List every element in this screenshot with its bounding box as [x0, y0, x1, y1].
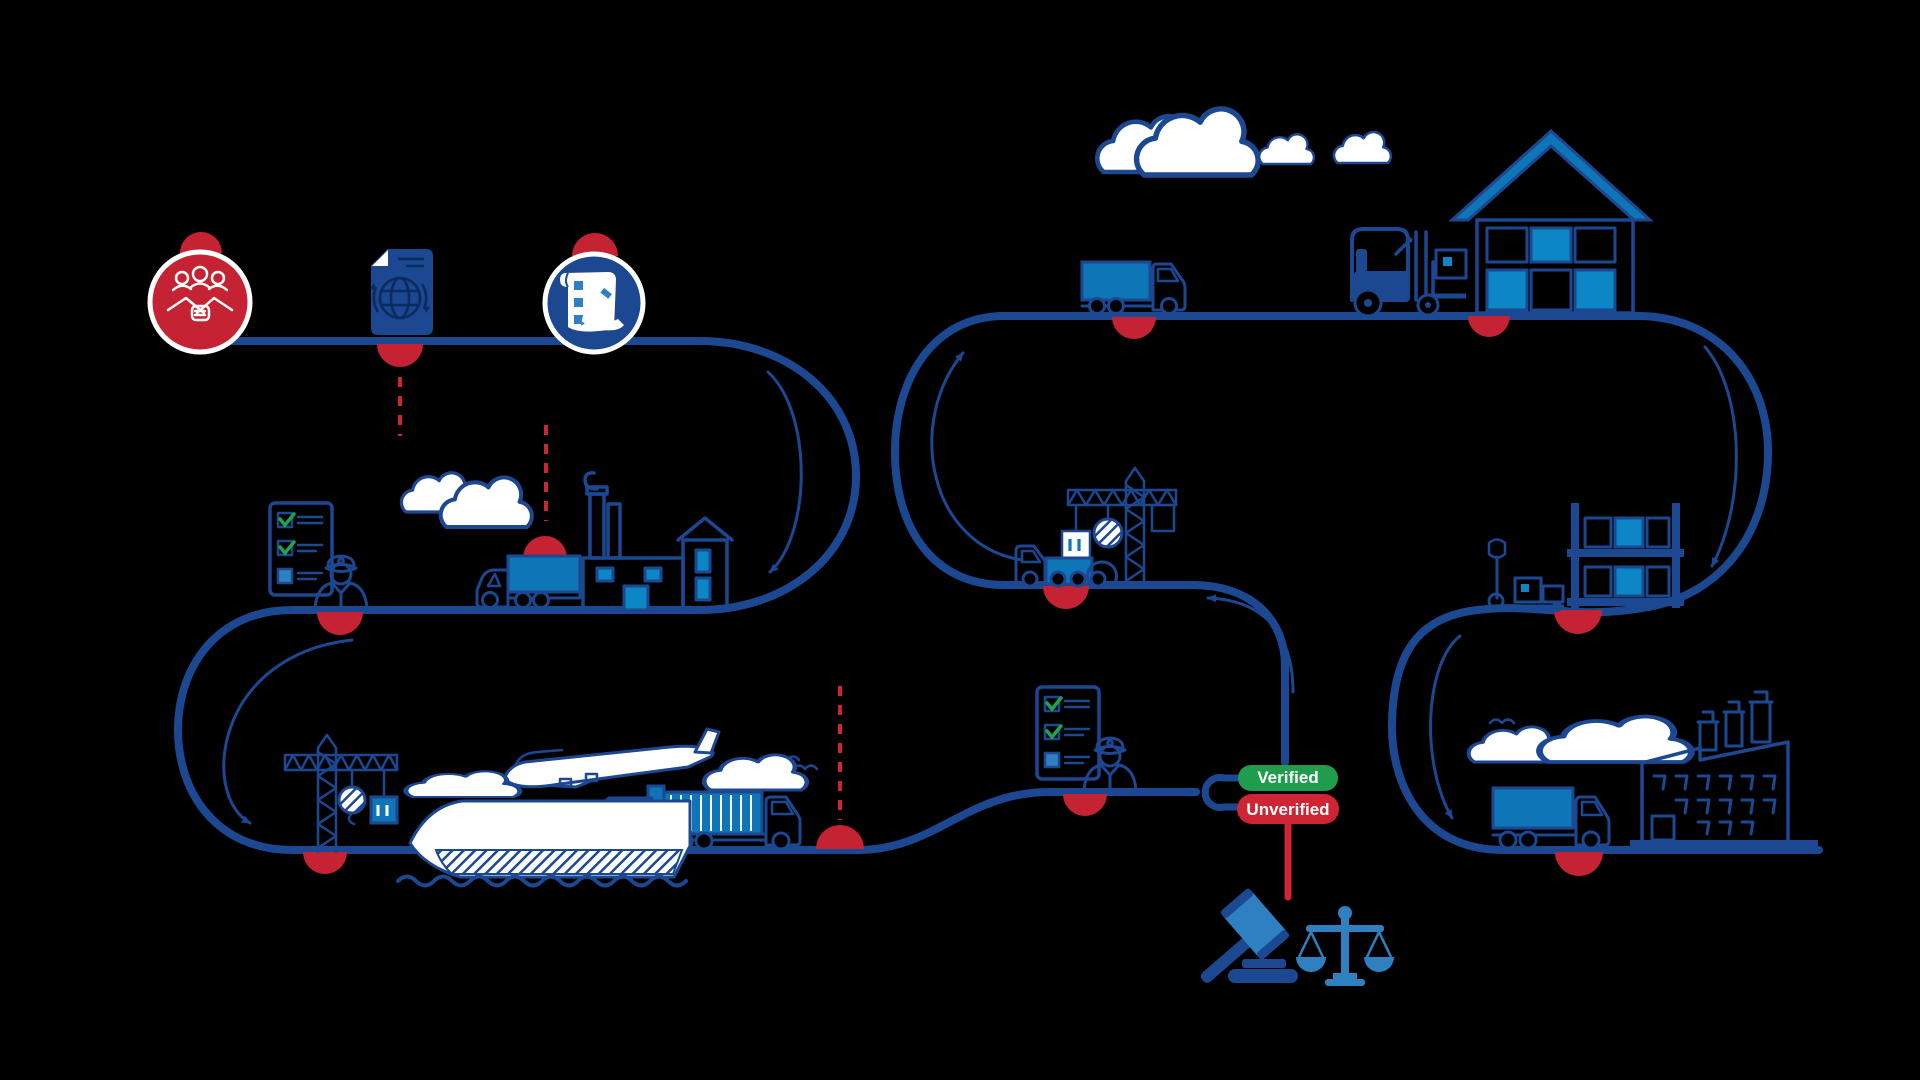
pallet-box-2: [1541, 584, 1565, 604]
flow-path: [173, 312, 1823, 901]
airplane: [504, 727, 721, 789]
decision-fork: [1201, 774, 1241, 811]
unverified-label: Unverified: [1246, 800, 1329, 819]
truck-row2-wheel: [481, 591, 499, 609]
verified-label: Verified: [1257, 768, 1318, 787]
flow-path-segment-2: [890, 312, 1823, 854]
dome-above-checklist: [572, 233, 618, 256]
dome-below-shelf-row: [1554, 610, 1602, 634]
destination-factory: [1630, 690, 1818, 853]
verified-badge: Verified: [1238, 765, 1338, 791]
truck-row2-cab: [475, 568, 510, 609]
warehouse-truck: [1080, 260, 1187, 315]
cargo-ship: [396, 784, 692, 888]
truck-row2: [475, 554, 582, 609]
forklift-box: [1434, 248, 1468, 280]
crane-hook-ball: [337, 785, 367, 815]
dome-on-row3-line: [816, 825, 864, 849]
dome-below-bottomright: [1555, 852, 1603, 876]
gavel-icon: [1200, 934, 1255, 983]
storage-shelf: [1567, 503, 1684, 608]
warehouse-truck-cab: [1151, 262, 1187, 312]
port-crane: [283, 733, 399, 854]
dome-below-topright-truck: [1112, 317, 1156, 339]
container-truck-row3: [660, 790, 802, 851]
global-document: [370, 249, 433, 335]
dome-below-officer1: [317, 612, 363, 635]
factory-row2: [581, 471, 734, 612]
checklist-circle: [542, 251, 646, 355]
verified-pill: [1238, 765, 1338, 791]
pallet-jack: [1487, 538, 1565, 613]
factory-base: [1630, 840, 1818, 853]
arrow-bend-sbend: [1429, 634, 1462, 820]
distribution-truck: [1491, 786, 1611, 850]
unverified-badge: Unverified: [1237, 794, 1339, 824]
distribution-truck-box: [1491, 786, 1575, 830]
dome-below-crane-row: [1043, 586, 1089, 609]
dome-below-officer2: [1063, 794, 1107, 816]
airplane-tail: [693, 727, 721, 755]
unverified-pill: [1237, 794, 1339, 824]
transfer-crane: [1060, 466, 1178, 585]
direction-arrows: [222, 345, 1738, 825]
crane2-hook-ball: [1092, 517, 1124, 549]
arrow-bend-left: [222, 638, 354, 825]
checkpoint-domes: [180, 232, 1603, 876]
handshake-circle: [147, 249, 253, 355]
forklift: [1350, 227, 1468, 318]
concrete-truck-cab: [1014, 544, 1047, 586]
crane-container: [369, 795, 399, 825]
pallet-box-1: [1513, 576, 1543, 604]
airplane-fuselage: [504, 744, 715, 789]
crane2-container: [1060, 529, 1092, 560]
dome-above-handshake: [180, 232, 222, 253]
scales-of-justice-icon: [1296, 906, 1394, 986]
warehouse-truck-box: [1080, 260, 1152, 302]
truck-row3-cab: [764, 795, 802, 847]
warehouse-building: [1448, 128, 1654, 315]
dome-on-truck-row2: [523, 536, 567, 558]
water-wave: [396, 874, 688, 888]
flow-path-segment-1: [173, 337, 1200, 854]
arrow-to-crane-row: [1206, 594, 1295, 694]
justice-group: [1200, 888, 1394, 986]
arrow-bend-right-descent: [1703, 345, 1738, 568]
truck-row2-box: [506, 554, 582, 594]
dome-below-crane1: [303, 852, 347, 874]
distribution-truck-cab: [1574, 795, 1611, 847]
arrow-bend-topleft: [766, 370, 803, 574]
arrow-bend-ccurve: [930, 351, 1024, 562]
concrete-truck: [1014, 544, 1118, 588]
dome-below-document: [377, 344, 423, 367]
dome-below-warehouse: [1468, 316, 1510, 337]
